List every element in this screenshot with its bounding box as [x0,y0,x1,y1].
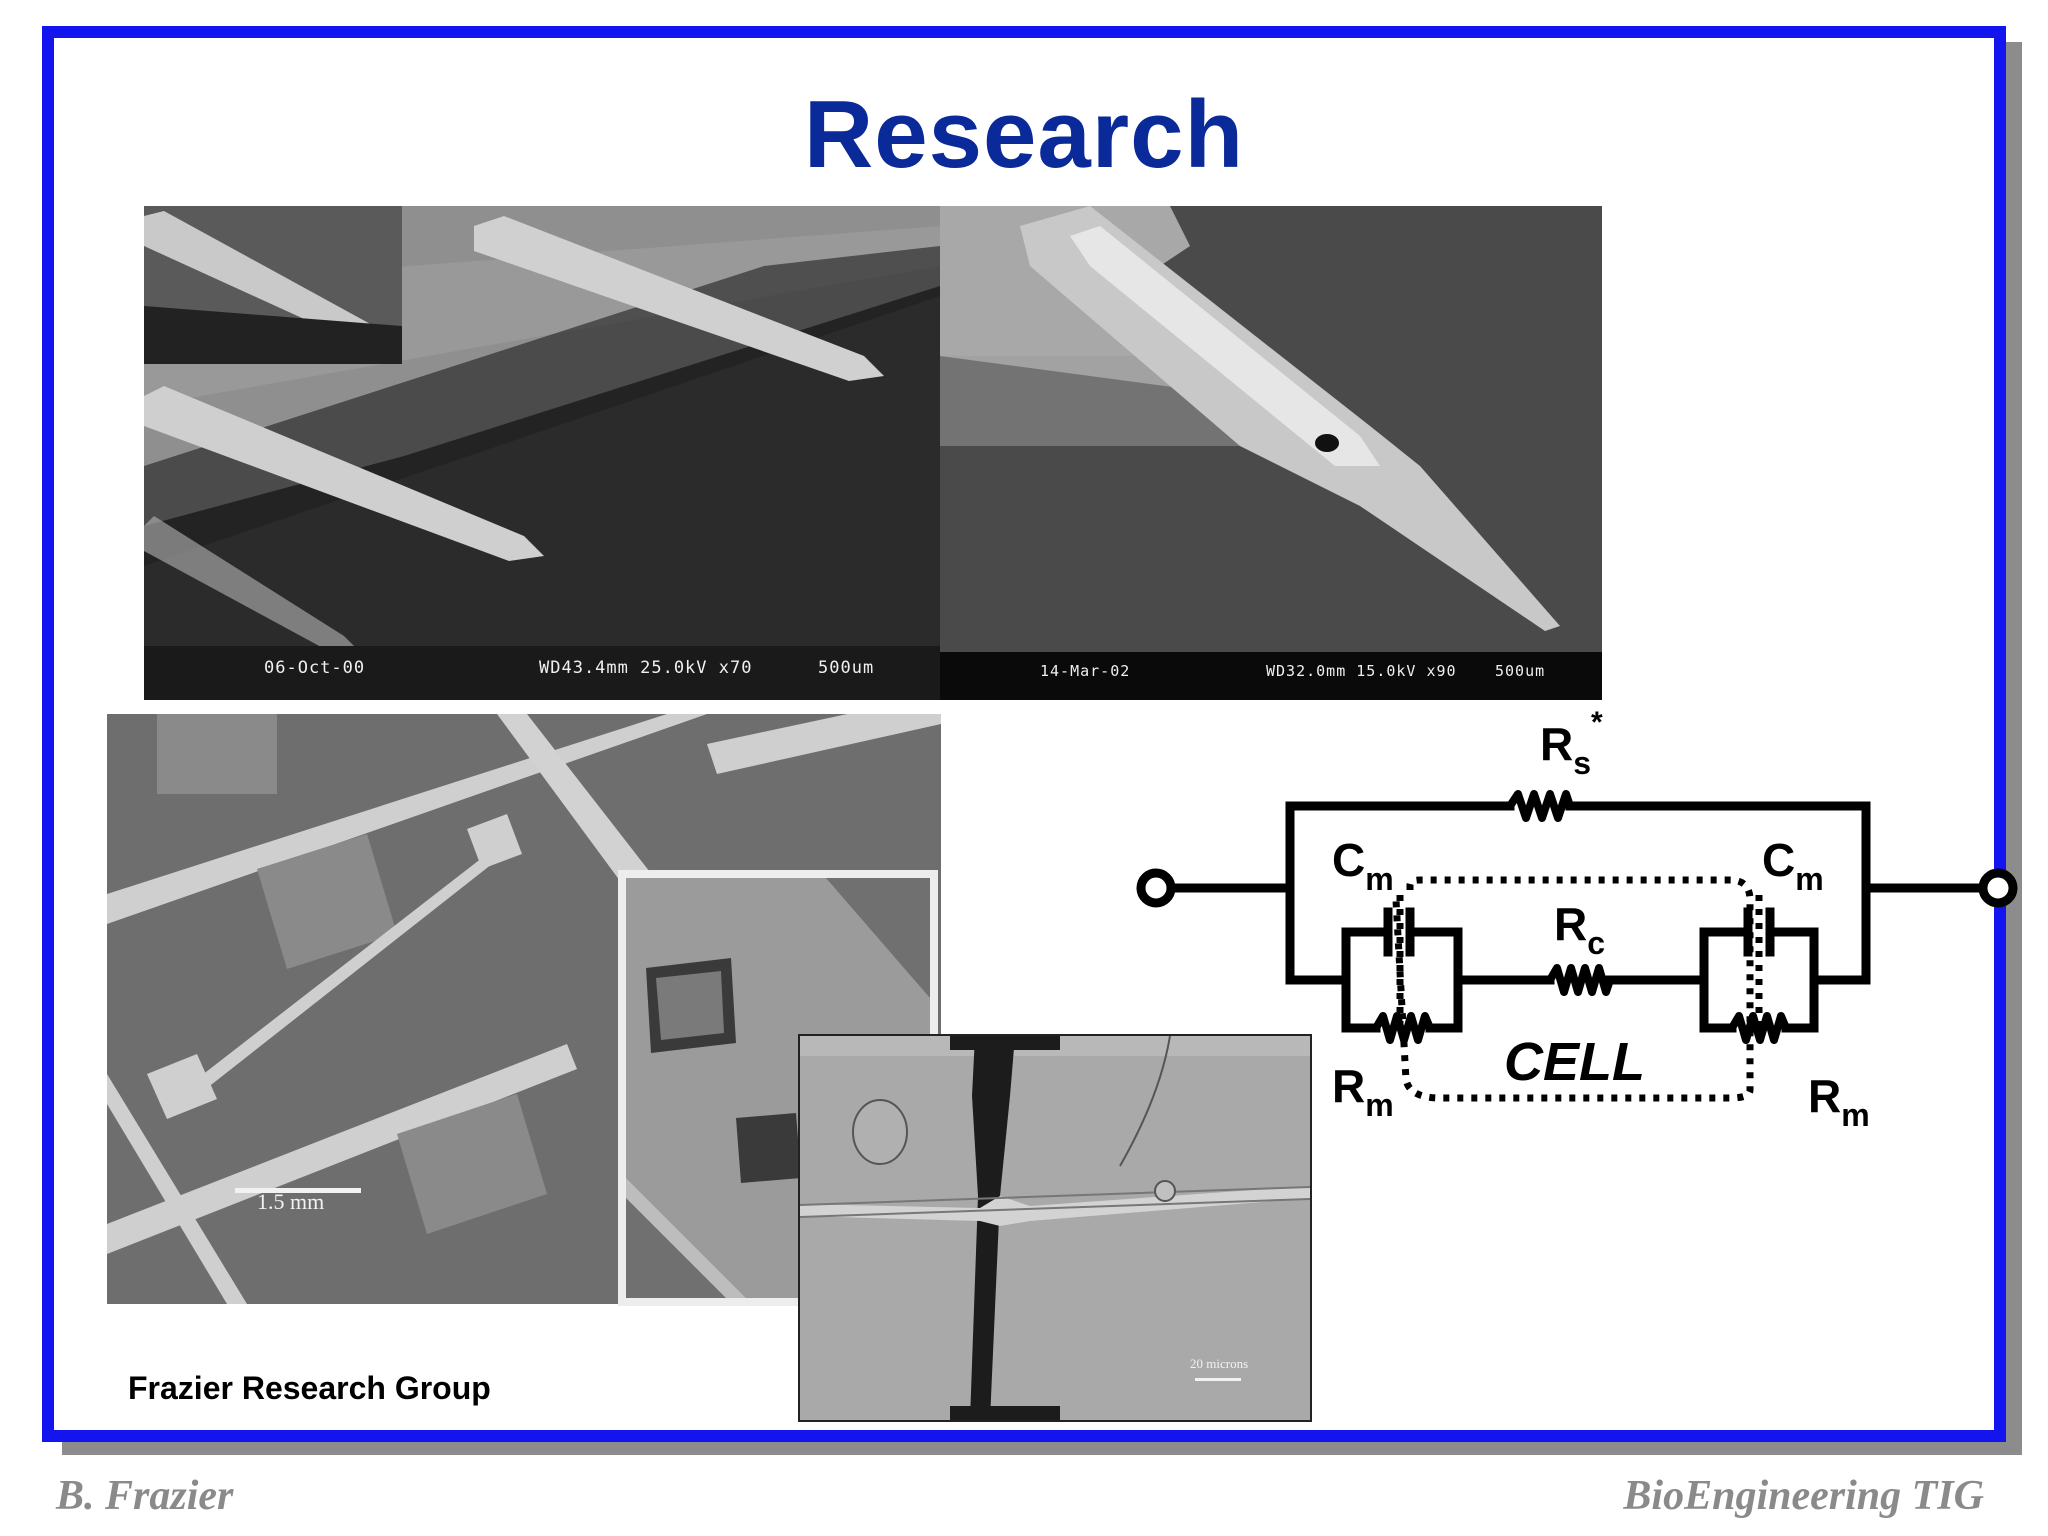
sem-photo-probe-array: 06-Oct-00 WD43.4mm 25.0kV x70 500um [144,206,940,700]
sem-params-label: WD43.4mm 25.0kV x70 [539,658,753,678]
chip-scale-label: 1.5 mm [257,1189,325,1214]
footer-author: B. Frazier [56,1473,234,1519]
sem-photo-single-probe: 14-Mar-02 WD32.0mm 15.0kV x90 500um [940,206,1602,700]
resistor-rs-icon [1506,790,1574,822]
label-rs: Rs* [1540,706,1603,781]
group-label: Frazier Research Group [128,1370,491,1406]
footer-group: BioEngineering TIG [1623,1473,1984,1519]
label-cell: CELL [1504,1032,1645,1092]
sem-date-label: 06-Oct-00 [264,658,366,678]
slide-title: Research [803,81,1245,188]
label-rm-left: Rm [1332,1060,1394,1123]
sem-date-label: 14-Mar-02 [1040,662,1131,680]
sem-scale-label: 500um [818,658,875,678]
microscope-photo: 20 microns [798,1034,1312,1422]
cell-circuit-diagram: Rs* Cm Cm Rc Rm Rm CELL [1136,706,2018,1133]
label-cm-left: Cm [1332,834,1394,897]
micro-scale-label: 20 microns [1190,1356,1249,1371]
label-cm-right: Cm [1762,834,1824,897]
sem-scale-label: 500um [1495,662,1546,680]
resistor-rm-left-icon [1372,1012,1434,1044]
label-rm-right: Rm [1808,1070,1870,1133]
label-rc: Rc [1554,898,1605,961]
sem-params-label: WD32.0mm 15.0kV x90 [1266,662,1457,680]
resistor-rc-icon [1546,964,1614,996]
resistor-rm-right-icon [1728,1012,1790,1044]
